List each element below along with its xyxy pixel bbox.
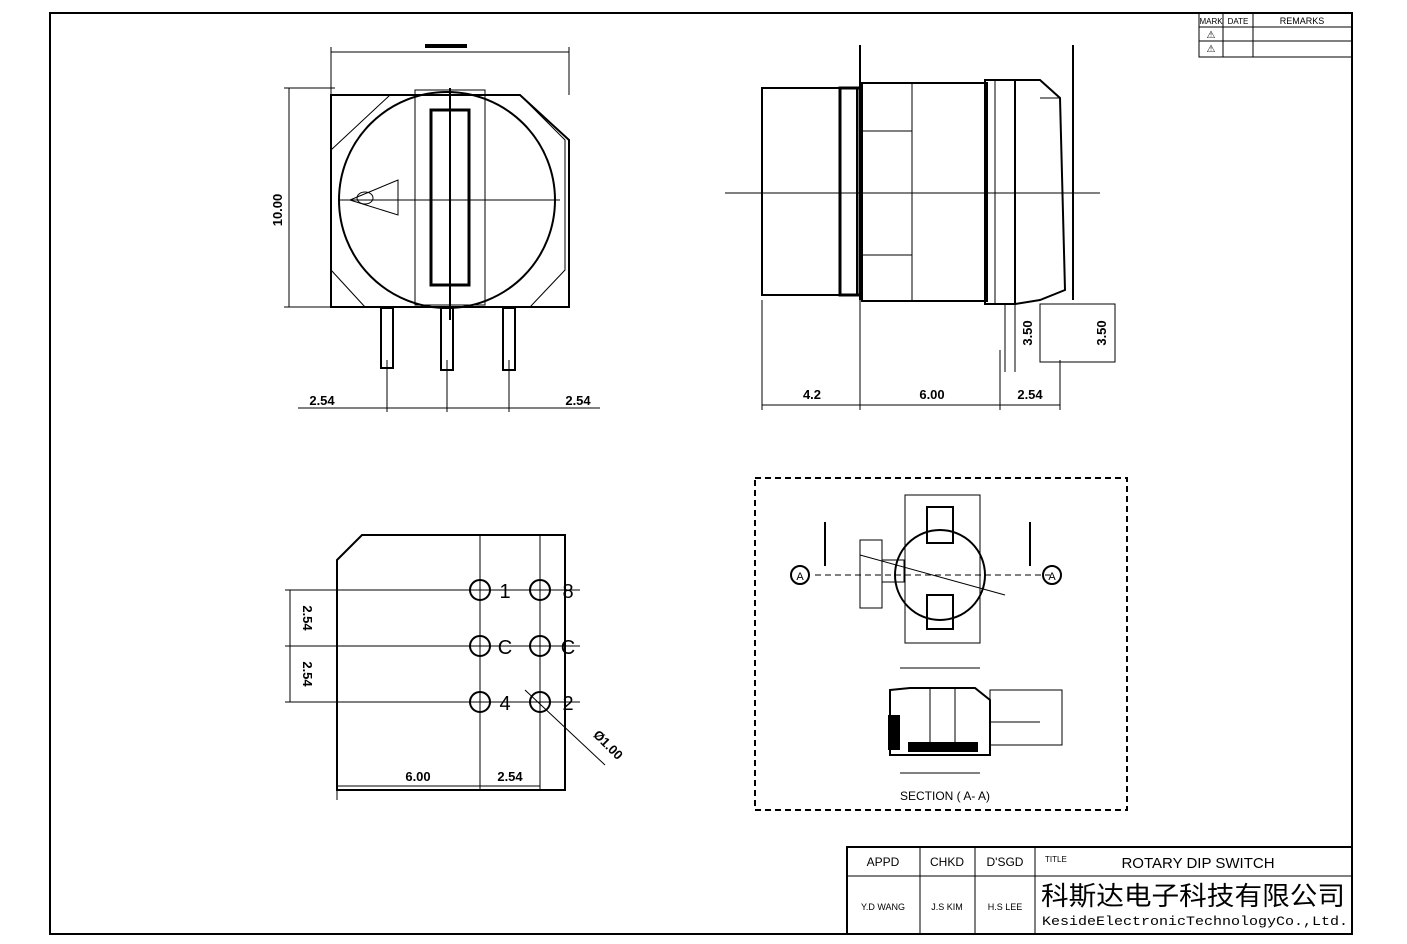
section-marker-left: A (796, 571, 804, 583)
pcb-pin-label-left-1: 1 (499, 581, 510, 603)
pcb-layout-view: 2.54 2.54 1 C 4 8 C 2 Ø1.00 6.00 2.54 (285, 534, 626, 800)
section-label: SECTION ( A- A) (900, 789, 990, 803)
side-dim-c: 2.54 (1017, 387, 1043, 402)
front-dim-height: 10.00 (270, 194, 285, 227)
rev-row-2-mark: ⚠ (1207, 44, 1216, 55)
title-block-company-en: KesideElectronicTechnologyCo.,Ltd. (1042, 914, 1348, 929)
rev-header-remarks: REMARKS (1280, 16, 1325, 26)
title-block-dsgd-name: H.S LEE (988, 902, 1023, 912)
pcb-dim-pitch-1: 2.54 (300, 605, 315, 631)
side-dim-pin-1: 3.50 (1020, 320, 1035, 345)
title-block-dsgd-label: D'SGD (987, 855, 1024, 869)
pcb-pin-label-right-1: 8 (562, 581, 573, 603)
front-dim-left-pitch: 2.54 (309, 393, 335, 408)
title-block: APPD CHKD D'SGD TITLE ROTARY DIP SWITCH … (846, 846, 1353, 935)
side-dim-pin-2: 3.50 (1094, 320, 1109, 345)
title-block-title-label: TITLE (1045, 855, 1067, 864)
rev-row-1-mark: ⚠ (1207, 30, 1216, 41)
side-view: 3.50 3.50 4.2 6.00 2.54 (725, 45, 1116, 410)
side-dim-a: 4.2 (803, 387, 821, 402)
pcb-pin-label-left-3: 4 (499, 693, 510, 715)
revision-table: MARK DATE REMARKS ⚠ ⚠ (1198, 12, 1353, 58)
pcb-pin-label-right-2: C (561, 637, 575, 659)
rev-header-date: DATE (1228, 17, 1249, 26)
pcb-dim-col: 2.54 (497, 769, 523, 784)
pcb-dim-pitch-2: 2.54 (300, 661, 315, 687)
pcb-dim-hole: Ø1.00 (590, 727, 626, 763)
section-view: A A SECTION ( A- A) (754, 477, 1128, 811)
rev-header-mark: MARK (1199, 17, 1223, 26)
drawing-border (49, 12, 1353, 935)
side-dim-b: 6.00 (919, 387, 944, 402)
pcb-pin-label-right-3: 2 (562, 693, 573, 715)
title-block-company-cn: 科斯达电子科技有限公司 (1041, 882, 1345, 912)
title-block-chkd-name: J.S KIM (931, 902, 963, 912)
title-block-chkd-label: CHKD (930, 855, 964, 869)
pcb-pin-label-left-2: C (498, 637, 512, 659)
pcb-dim-width: 6.00 (405, 769, 430, 784)
front-dim-right-pitch: 2.54 (565, 393, 591, 408)
front-view: 10.00 2.54 2.54 (270, 44, 600, 412)
title-block-appd-label: APPD (867, 855, 900, 869)
title-block-appd-name: Y.D WANG (861, 902, 905, 912)
section-marker-right: A (1048, 571, 1056, 583)
title-block-title: ROTARY DIP SWITCH (1121, 855, 1274, 872)
